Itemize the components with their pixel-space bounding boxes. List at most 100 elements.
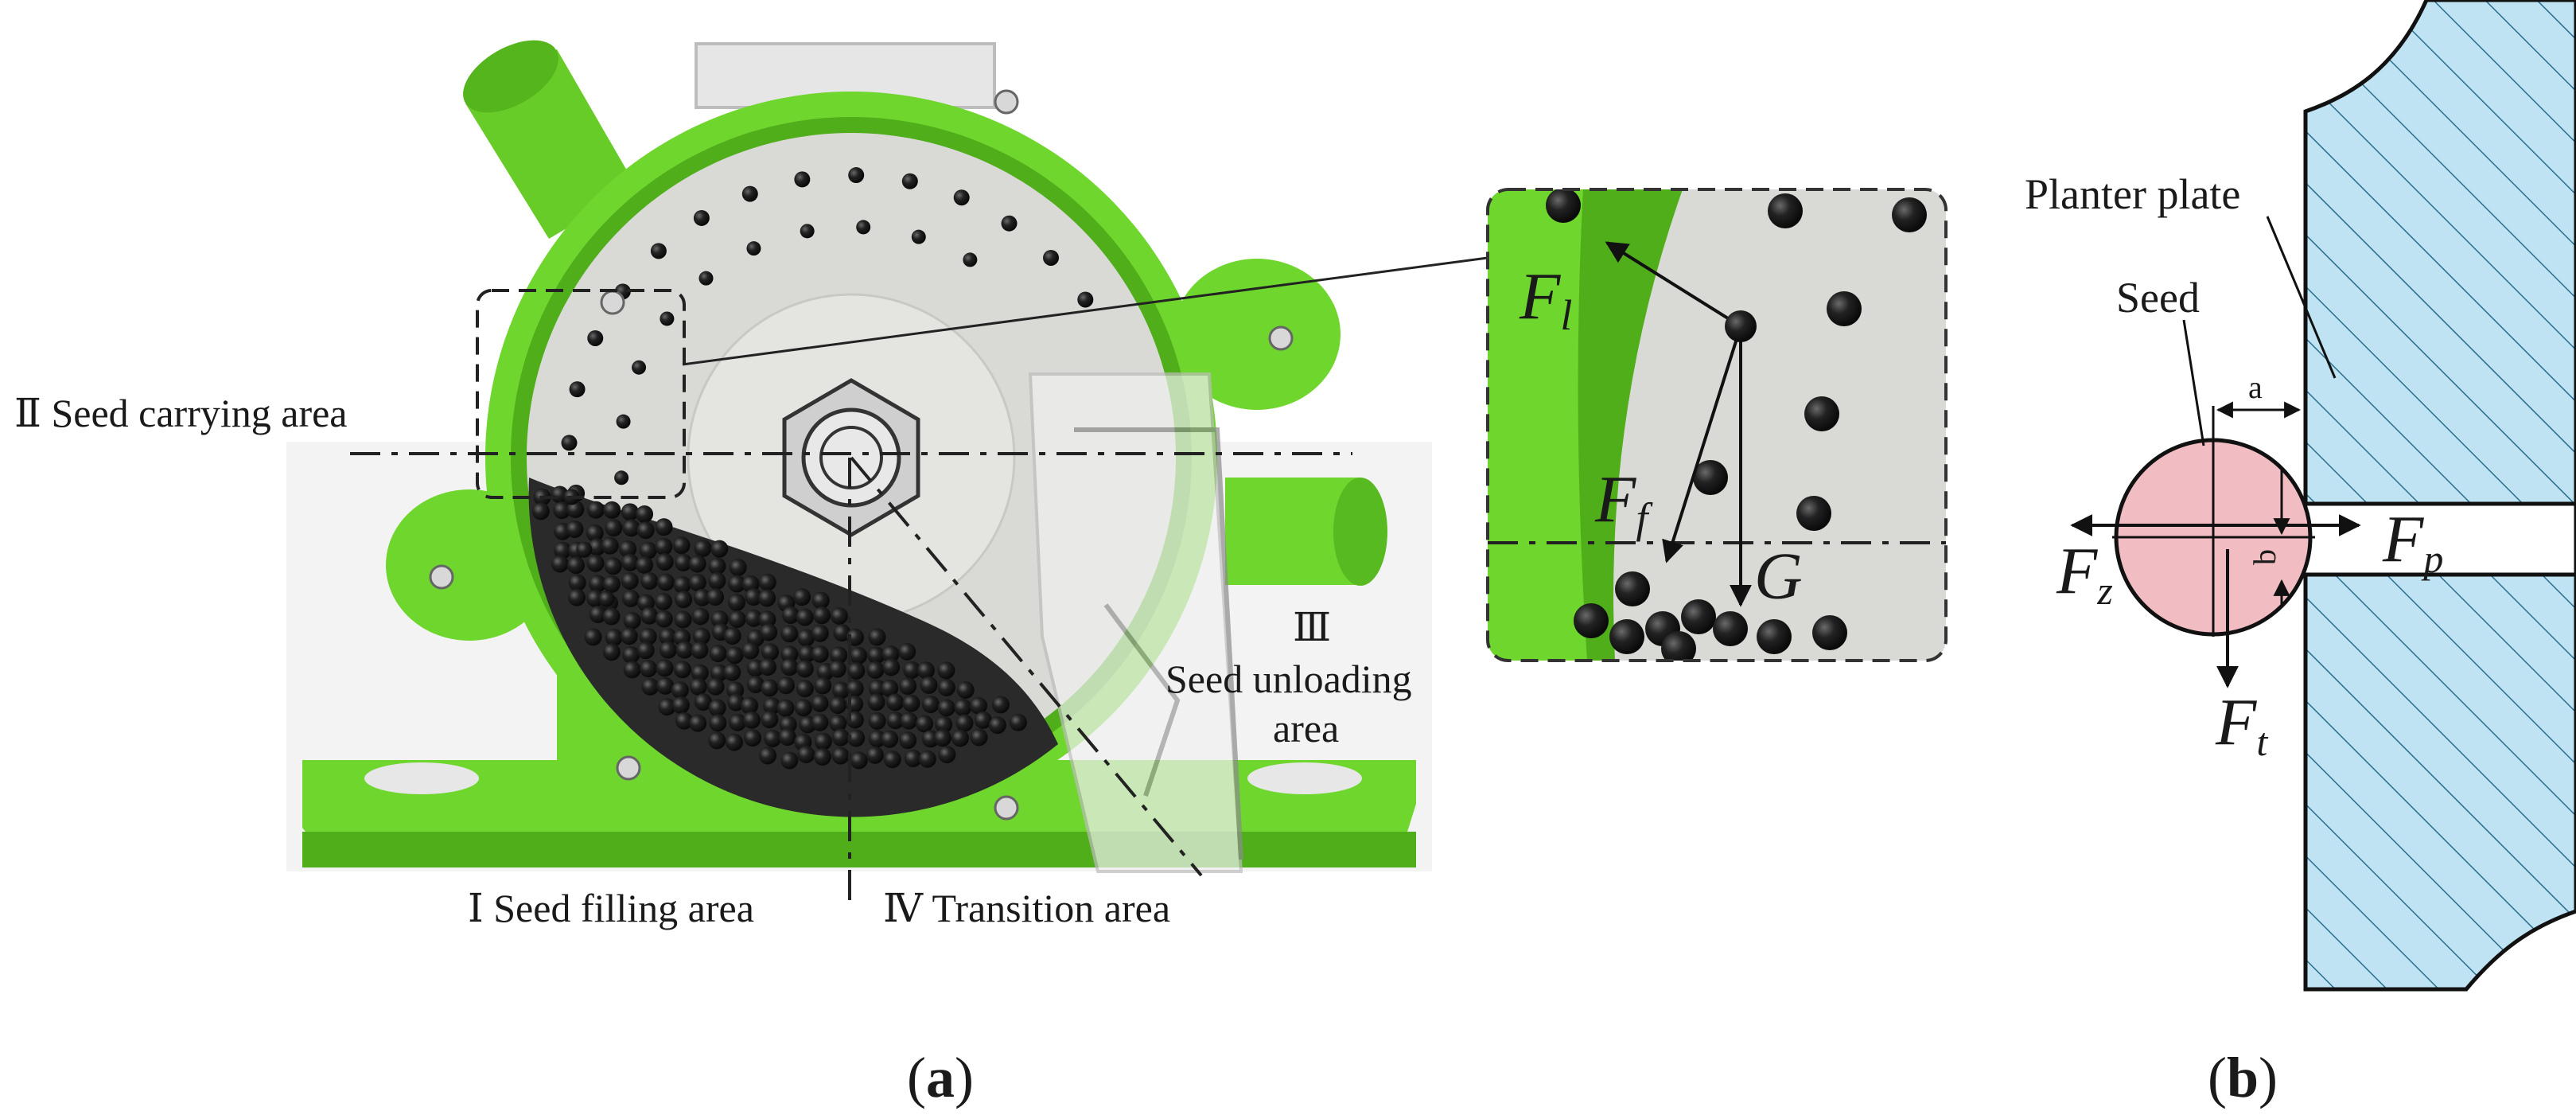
seed — [780, 645, 799, 664]
seed — [937, 661, 955, 680]
label-g: G — [1754, 540, 1803, 614]
seed — [650, 243, 667, 259]
seed — [868, 679, 886, 697]
seed — [850, 751, 868, 770]
label-ft: Ft — [2215, 685, 2268, 764]
seed — [622, 519, 640, 537]
seed — [758, 658, 776, 676]
seed — [602, 607, 621, 626]
seed — [656, 676, 675, 695]
seed — [589, 606, 607, 624]
label-fp: Fp — [2382, 502, 2443, 581]
force-seed — [1725, 310, 1757, 342]
seed — [636, 641, 655, 660]
seed — [920, 676, 938, 694]
seed — [1768, 193, 1803, 228]
seed — [886, 711, 905, 730]
seed — [811, 645, 829, 663]
seed — [655, 537, 673, 556]
seed — [867, 646, 885, 665]
seed — [693, 209, 710, 226]
label-transition: Ⅳ Transition area — [883, 886, 1170, 930]
seed — [953, 189, 970, 206]
seed — [586, 524, 604, 542]
seed — [616, 414, 631, 429]
seed — [831, 728, 850, 747]
seed — [710, 540, 729, 558]
seed — [1077, 291, 1094, 308]
seed — [566, 501, 585, 519]
seed — [636, 556, 654, 574]
seed — [640, 572, 659, 591]
seed — [741, 696, 759, 715]
seed — [974, 711, 992, 729]
seed — [780, 625, 799, 643]
seed — [1546, 189, 1581, 223]
seed — [569, 381, 586, 398]
seed — [639, 660, 657, 678]
seed — [933, 729, 951, 747]
seed — [601, 536, 619, 555]
seed — [728, 610, 746, 628]
seed — [794, 699, 812, 717]
seed — [1812, 615, 1847, 650]
seed — [935, 715, 953, 734]
seed-leader — [2182, 319, 2205, 446]
seed — [656, 553, 674, 571]
seed — [937, 699, 955, 717]
seed — [970, 696, 988, 715]
seed — [916, 715, 934, 733]
seed — [621, 503, 639, 521]
carried-seeds — [561, 167, 1094, 607]
seed — [780, 658, 799, 676]
seed — [745, 588, 763, 606]
seed — [566, 520, 584, 538]
seed — [693, 588, 711, 606]
seed — [798, 645, 816, 663]
seed — [688, 573, 706, 591]
seed — [988, 716, 1006, 735]
seed — [811, 591, 830, 610]
seed — [604, 557, 622, 575]
seed — [744, 729, 762, 747]
seed — [847, 661, 866, 680]
seed — [814, 676, 832, 695]
caption-b: (b) — [2208, 1046, 2278, 1109]
seed — [881, 645, 900, 664]
seed — [655, 518, 673, 536]
seed — [554, 541, 572, 559]
seed — [723, 627, 741, 645]
seed — [602, 575, 621, 593]
seed — [603, 501, 621, 519]
seed — [671, 680, 689, 699]
seed — [551, 555, 569, 573]
seed — [830, 607, 848, 626]
seed — [811, 713, 829, 731]
zoom-inset: Fl Ff G — [1486, 188, 1948, 662]
seed — [727, 693, 745, 711]
arrow-fl — [1605, 241, 1742, 328]
seed — [796, 608, 814, 626]
seed — [589, 575, 607, 593]
seed — [708, 699, 726, 717]
seed — [951, 729, 969, 747]
seed — [727, 593, 745, 611]
seed — [881, 730, 899, 748]
seed — [811, 694, 829, 712]
seed — [1001, 215, 1018, 232]
seed — [800, 224, 815, 239]
seed — [829, 696, 847, 715]
seed — [659, 641, 677, 659]
carrying-area-box — [476, 289, 686, 499]
seed — [1681, 599, 1716, 634]
seed — [710, 610, 729, 629]
seed — [587, 329, 604, 346]
seed — [761, 643, 780, 661]
seed — [868, 711, 886, 730]
seed — [868, 730, 886, 748]
seed — [916, 661, 935, 680]
seed — [660, 311, 675, 326]
seed — [639, 541, 657, 559]
panel-a-device: Ⅱ Seed carrying area Ⅰ Seed filling area… — [14, 40, 1948, 1109]
label-planter-plate: Planter plate — [2025, 170, 2240, 218]
